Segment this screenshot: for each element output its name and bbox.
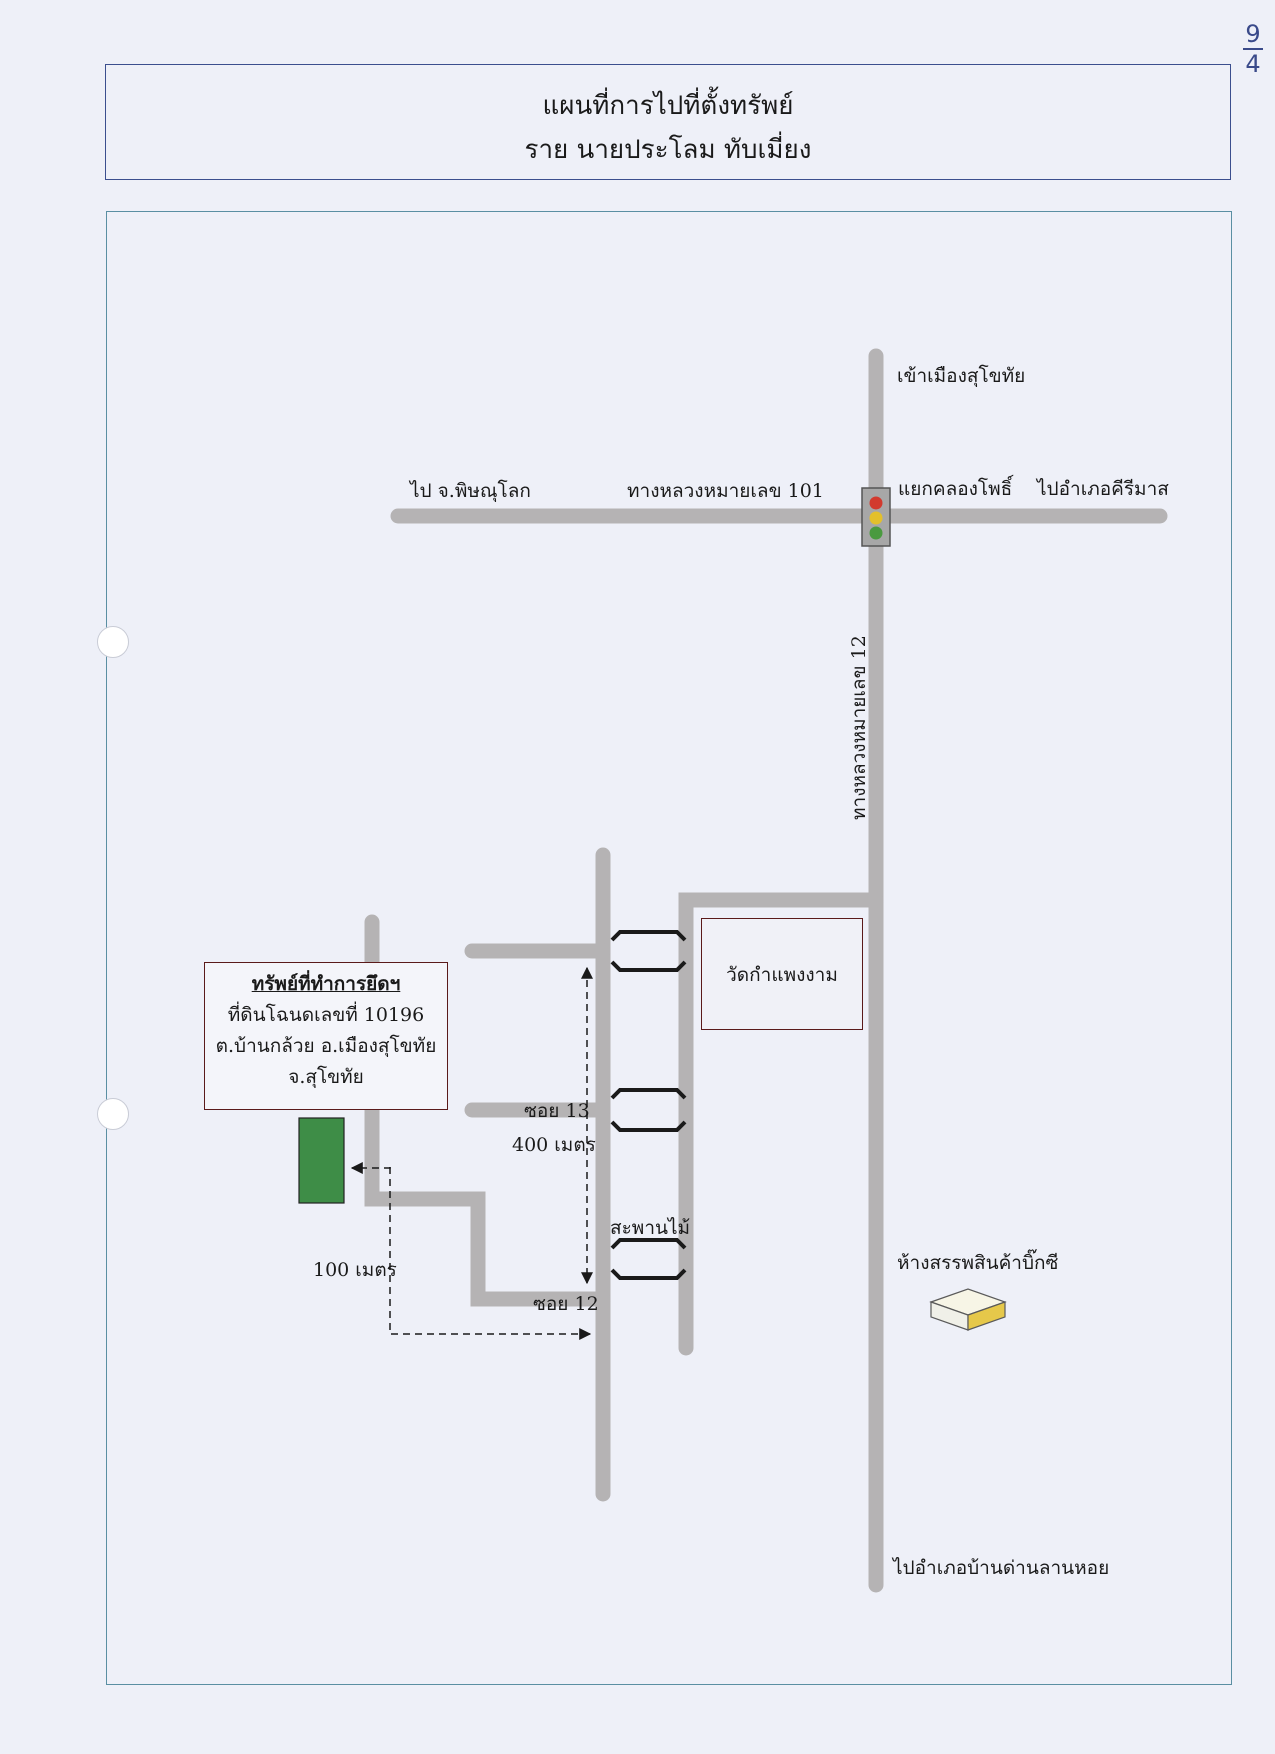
label-soi-13: ซอย 13 (524, 1100, 590, 1122)
label-to-ban-dan-lan-hoi: ไปอำเภอบ้านด่านลานหอย (893, 1557, 1110, 1579)
property-province: จ.สุโขทัย (288, 1066, 364, 1088)
bridge-icon (610, 930, 687, 972)
label-highway-101: ทางหลวงหมายเลข 101 (627, 480, 824, 502)
label-distance-400: 400 เมตร (512, 1134, 596, 1156)
property-location: ต.บ้านกล้วย อ.เมืองสุโขทัย (215, 1035, 437, 1057)
page-note-numerator: 9 (1245, 20, 1261, 48)
punch-hole-icon (97, 626, 129, 658)
label-distance-100: 100 เมตร (313, 1259, 397, 1281)
map-frame (106, 211, 1232, 1685)
label-big-c: ห้างสรรพสินค้าบิ๊กซี (897, 1252, 1059, 1274)
punch-hole-icon (97, 1098, 129, 1130)
label-soi-12: ซอย 12 (533, 1293, 599, 1315)
page-note-denominator: 4 (1245, 50, 1261, 78)
page-number-note: 9 4 (1236, 20, 1270, 78)
label-to-phitsanulok: ไป จ.พิษณุโลก (410, 480, 531, 502)
distance-100-arrow (389, 1167, 592, 1340)
label-to-khiri-mat: ไปอำเภอคีรีมาส (1037, 478, 1169, 500)
property-info-box: ทรัพย์ที่ทำการยึดฯ ที่ดินโฉนดเลขที่ 1019… (204, 962, 448, 1110)
building-icon (929, 1288, 1007, 1331)
page-subtitle: ราย นายประโลม ทับเมี่ยง (524, 135, 812, 165)
title-box: แผนที่การไปที่ตั้งทรัพย์ ราย นายประโลม ท… (105, 64, 1231, 180)
wat-kamphaeng-ngam-box: วัดกำแพงงาม (701, 918, 863, 1030)
page-title: แผนที่การไปที่ตั้งทรัพย์ (542, 91, 794, 121)
label-khlong-pho-junction: แยกคลองโพธิ์ (898, 478, 1013, 500)
label-to-sukhothai-city: เข้าเมืองสุโขทัย (897, 365, 1026, 387)
traffic-light-icon (861, 487, 891, 547)
property-heading: ทรัพย์ที่ทำการยึดฯ (251, 973, 401, 995)
bridge-icon (610, 1088, 687, 1132)
road-to-temple (678, 892, 884, 1356)
property-access-arrow (350, 1162, 391, 1174)
page-note-bar (1243, 48, 1263, 50)
bridge-icon (610, 1238, 687, 1280)
label-highway-12: ทางหลวงหมายเลข 12 (848, 635, 870, 820)
property-deed: ที่ดินโฉนดเลขที่ 10196 (227, 1004, 425, 1026)
label-wooden-bridge: สะพานไม้ (610, 1217, 691, 1239)
property-plot-icon (298, 1117, 345, 1204)
